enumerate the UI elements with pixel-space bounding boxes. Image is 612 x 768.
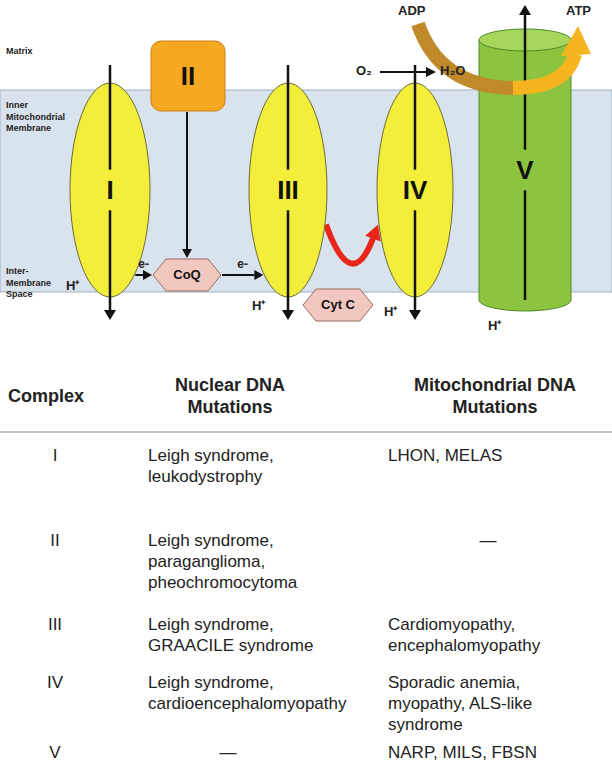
connector-line	[135, 274, 143, 276]
chemical-label: ADP	[398, 3, 425, 19]
atp-synthase-cylinder: V	[478, 28, 572, 312]
table-cell: III	[20, 614, 90, 635]
table-cell: Leigh syndrome, leukodystrophy	[148, 445, 348, 487]
chemical-label: O₂	[356, 63, 372, 79]
hexagon-outline	[303, 289, 373, 321]
table-cell: NARP, MILS, FBSN	[388, 742, 603, 763]
table-cell: Leigh syndrome, paraganglioma, pheochrom…	[148, 530, 348, 593]
table-cell: Leigh syndrome, GRAACILE syndrome	[148, 614, 348, 656]
chemical-label: H⁺	[384, 304, 397, 320]
node-label: IV	[403, 176, 428, 205]
node-label: Cyt C	[321, 298, 355, 312]
electron-connector	[222, 270, 263, 280]
oxygen-arrowhead	[426, 67, 436, 77]
region-label: Inner Mitochondrial Membrane	[6, 100, 76, 135]
proton-arrowhead	[519, 5, 531, 15]
connector-arrowhead	[143, 270, 152, 280]
atp-arrow-part	[513, 54, 575, 88]
table-header: Complex	[8, 385, 118, 407]
proton-arrowhead	[409, 310, 421, 320]
electron-connector	[182, 112, 192, 258]
table-rule	[0, 431, 612, 432]
proton-arrow	[109, 210, 112, 312]
connector-line	[186, 112, 188, 249]
node-label: III	[277, 176, 299, 205]
electron-label: e-	[138, 258, 149, 270]
table-cell: LHON, MELAS	[388, 445, 603, 466]
proton-arrow	[287, 210, 290, 312]
chemical-label: H⁺	[488, 318, 501, 334]
chemical-label: H⁺	[252, 298, 265, 314]
electron-label: e-	[237, 258, 248, 270]
connector-line	[222, 274, 254, 276]
chemical-label: H₂O	[440, 63, 465, 79]
node-label: CoQ	[173, 268, 200, 282]
carrier-hexagon: CoQ	[152, 258, 222, 292]
node-label: II	[181, 62, 195, 91]
atp-conversion-arrow	[418, 24, 591, 88]
connector-arrowhead	[254, 270, 263, 280]
cytochrome-transfer-arrow	[326, 225, 374, 264]
table-cell: —	[148, 742, 308, 763]
complex-ellipse: III	[248, 82, 328, 298]
proton-arrow	[414, 65, 417, 170]
chemical-label: ATP	[566, 3, 591, 19]
oxygen-arrow	[380, 71, 428, 73]
table-cell: I	[20, 445, 90, 466]
table-cell: Leigh syndrome, cardioencephalomyopathy	[148, 672, 358, 714]
node-label: V	[516, 156, 533, 185]
table-header: Mitochondrial DNA Mutations	[385, 374, 605, 418]
hexagon-outline	[153, 259, 221, 291]
proton-arrowhead	[104, 310, 116, 320]
adp-arrow-part	[418, 24, 515, 88]
electron-connector	[135, 270, 152, 280]
complex-ellipse: IV	[376, 82, 454, 298]
table-header: Nuclear DNA Mutations	[140, 374, 320, 418]
table-cell: Sporadic anemia, myopathy, ALS-like synd…	[388, 672, 558, 735]
table-cell: —	[388, 530, 588, 551]
table-cell: V	[20, 742, 90, 763]
region-label: Matrix	[6, 46, 76, 58]
node-label: I	[106, 176, 113, 205]
table-cell: II	[20, 530, 90, 551]
proton-arrowhead	[282, 310, 294, 320]
table-cell: Cardiomyopathy, encephalomyopathy	[388, 614, 603, 656]
carrier-hexagon: Cyt C	[302, 288, 374, 322]
electron-connector	[326, 225, 381, 264]
connector-arrowhead	[182, 249, 192, 258]
complex-outline	[151, 41, 225, 111]
transfer-arrowhead	[365, 225, 381, 242]
region-label: Inter- Membrane Space	[6, 266, 64, 301]
proton-arrow	[414, 210, 417, 312]
proton-arrow	[287, 65, 290, 170]
atp-arrowhead	[561, 26, 591, 56]
cylinder-side	[571, 40, 572, 300]
complex-box: II	[150, 40, 226, 112]
proton-arrow	[524, 190, 527, 300]
chemical-label: H⁺	[66, 278, 79, 294]
table-cell: IV	[20, 672, 90, 693]
proton-arrow	[109, 65, 112, 170]
